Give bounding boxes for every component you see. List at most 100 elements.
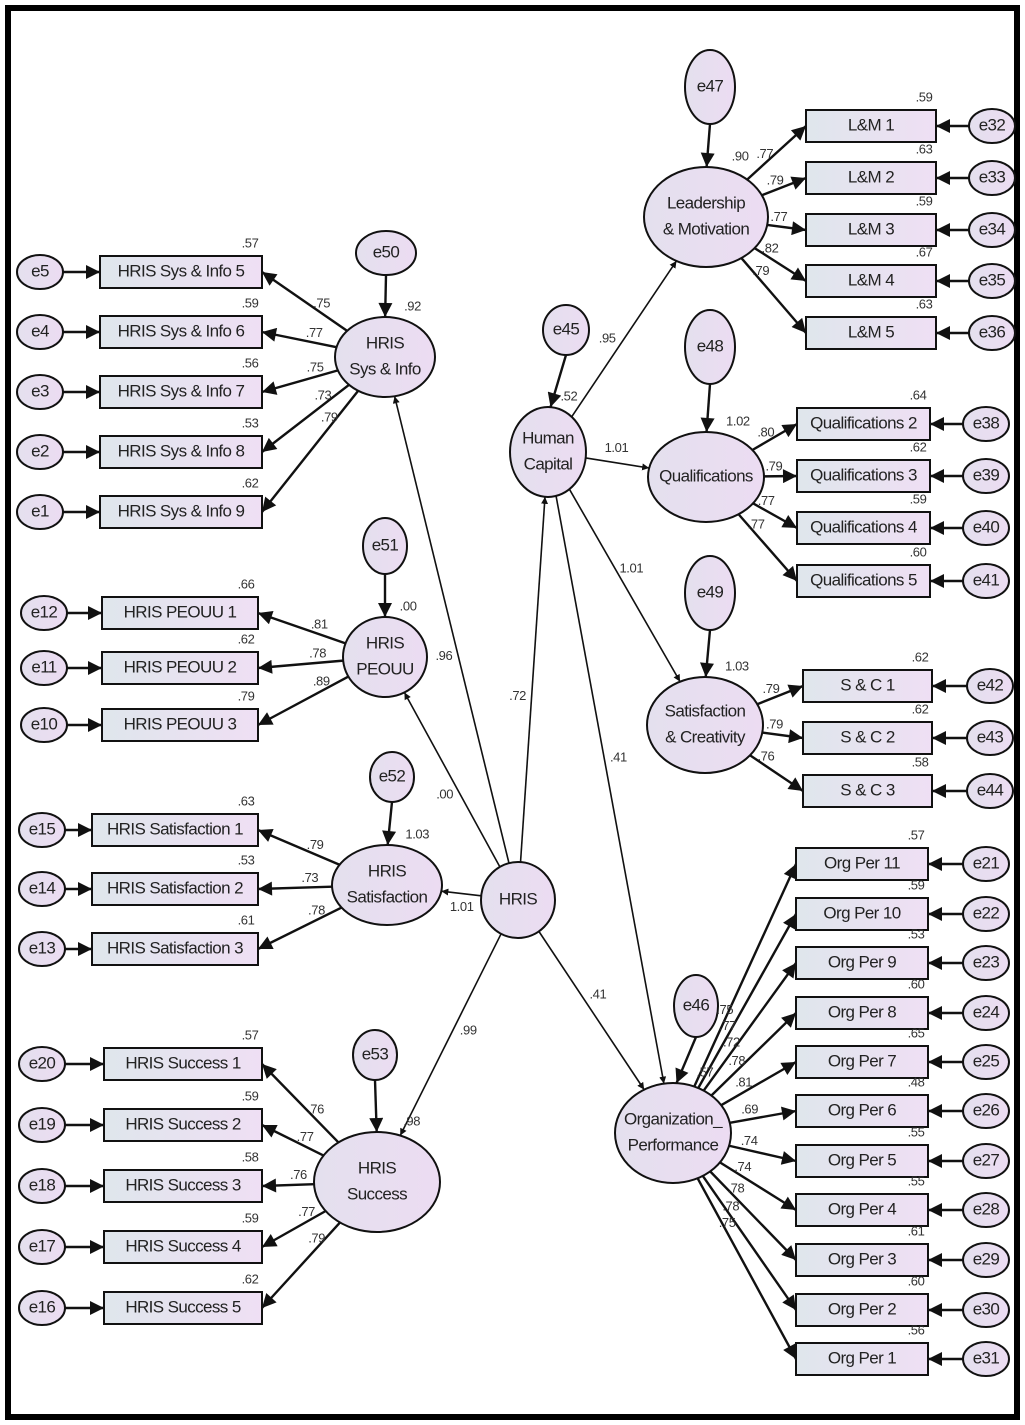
error-e11	[20, 650, 68, 686]
indicator-box	[795, 897, 929, 931]
loading-coefficient: .73	[314, 387, 331, 402]
loading-path	[261, 1063, 340, 1144]
indicator-label: HRIS Sys & Info 6	[118, 321, 245, 340]
indicator-box	[795, 1045, 929, 1079]
latent-lm	[643, 166, 769, 268]
latent-label: Sys & Info	[349, 359, 421, 378]
indicator-r2: .58	[912, 754, 929, 769]
error-label: e49	[697, 582, 724, 601]
error-e28	[962, 1192, 1010, 1228]
loading-path	[257, 906, 343, 951]
error-label: e34	[979, 219, 1006, 238]
indicator-label: HRIS Success 4	[125, 1236, 241, 1255]
indicator-label: Org Per 8	[828, 1002, 896, 1021]
latent-sc	[646, 676, 764, 774]
indicator-r2: .60	[908, 1273, 925, 1288]
error-e10	[20, 707, 68, 743]
indicator-label: Qualifications 2	[810, 413, 917, 432]
loading-path	[728, 1144, 797, 1165]
indicator-label: Org Per 2	[828, 1299, 896, 1318]
indicator-box	[101, 708, 259, 742]
indicator-label: HRIS Sys & Info 9	[118, 501, 245, 520]
latent-label: Leadership	[667, 193, 745, 212]
error-label: e20	[29, 1053, 56, 1072]
path-coefficient: 1.01	[605, 440, 629, 455]
loading-path	[257, 881, 333, 896]
indicator-box	[91, 932, 259, 966]
loading-path	[701, 1175, 797, 1311]
latent-r2: .52	[560, 388, 577, 403]
path-coefficient: .95	[599, 330, 616, 345]
loading-coefficient: .75	[313, 296, 330, 311]
latent-sys	[334, 316, 436, 398]
indicator-r2: .62	[238, 631, 255, 646]
structural-path-hris-peo	[403, 692, 501, 868]
error-e45	[542, 304, 590, 356]
structural-path-hc-qual	[585, 457, 650, 471]
error-label: e36	[979, 322, 1006, 341]
loading-coefficient: .73	[301, 870, 318, 885]
indicator-r2: .63	[916, 141, 933, 156]
error-e2	[16, 434, 64, 470]
latent-r2: .57	[696, 1064, 713, 1079]
loading-path	[719, 1161, 797, 1212]
indicator-box	[99, 255, 263, 289]
indicator-label: HRIS PEOUU 1	[124, 602, 237, 621]
latent-r2: 1.03	[405, 826, 429, 841]
error-label: e2	[31, 441, 49, 460]
structural-path-hris-suc	[399, 933, 502, 1136]
error-e24	[962, 995, 1010, 1031]
error-e47	[684, 49, 736, 125]
loading-coefficient: .76	[290, 1167, 307, 1182]
error-e15	[18, 812, 66, 848]
latent-qual	[647, 431, 765, 523]
error-label: e38	[973, 413, 1000, 432]
error-e50	[355, 230, 417, 276]
loading-path	[756, 684, 804, 706]
loading-path	[257, 828, 341, 866]
loading-coefficient: .77	[758, 493, 775, 508]
error-label: e29	[973, 1249, 1000, 1268]
error-e52	[369, 751, 415, 803]
path-coefficient: .96	[435, 648, 452, 663]
error-label: e33	[979, 167, 1006, 186]
error-label: e18	[29, 1175, 56, 1194]
indicator-label: Org Per 11	[824, 853, 900, 872]
error-label: e42	[977, 675, 1004, 694]
indicator-r2: .67	[916, 244, 933, 259]
error-path-e48	[700, 383, 715, 433]
error-label: e45	[553, 319, 580, 338]
error-e41	[962, 563, 1010, 599]
indicator-box	[805, 213, 937, 247]
loading-coefficient: .79	[307, 837, 324, 852]
loading-coefficient: .77	[306, 325, 323, 340]
error-e30	[962, 1292, 1010, 1328]
structural-path-hris-sat	[441, 888, 482, 897]
indicator-r2: .62	[242, 1271, 259, 1286]
loading-path	[261, 1178, 315, 1193]
error-label: e15	[29, 819, 56, 838]
structural-path-hris-sys	[392, 396, 510, 864]
path-coefficient: .72	[509, 688, 526, 703]
indicator-r2: .53	[908, 926, 925, 941]
indicator-label: HRIS Sys & Info 7	[118, 381, 245, 400]
loading-coefficient: .77	[719, 1018, 736, 1033]
loading-path	[693, 863, 798, 1087]
error-label: e1	[31, 501, 49, 520]
latent-sat	[331, 844, 443, 926]
loading-coefficient: .75	[716, 1002, 733, 1017]
latent-hris	[480, 861, 556, 939]
error-label: e5	[31, 261, 49, 280]
error-e14	[18, 871, 66, 907]
path-coefficient: 1.01	[450, 899, 474, 914]
error-path-e45	[547, 354, 568, 408]
loading-coefficient: .69	[741, 1102, 758, 1117]
loading-path	[710, 1012, 797, 1097]
error-label: e25	[973, 1051, 1000, 1070]
error-label: e46	[683, 995, 710, 1014]
error-path-e52	[382, 801, 397, 846]
loading-coefficient: .78	[308, 902, 325, 917]
indicator-label: Org Per 10	[823, 903, 900, 922]
loading-path	[767, 221, 807, 236]
